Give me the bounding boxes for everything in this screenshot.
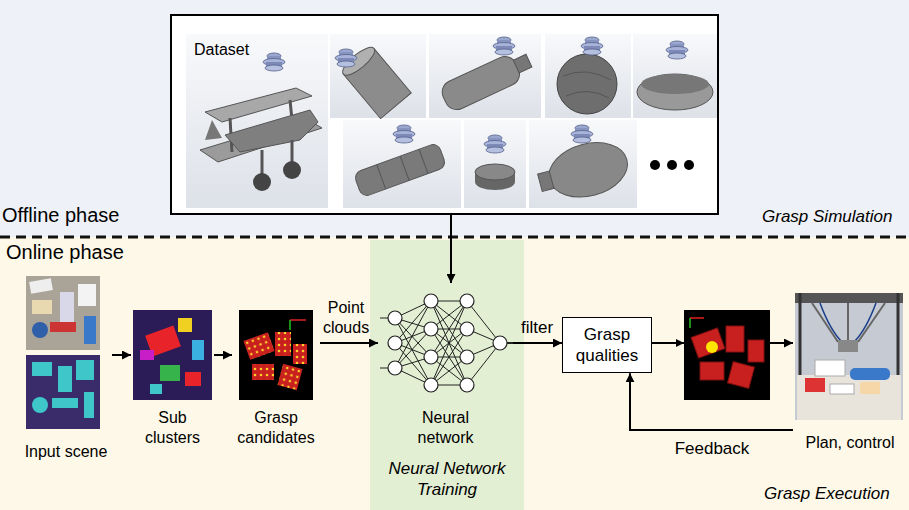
- cluster-image: [133, 310, 212, 400]
- depth-image: [26, 355, 100, 429]
- image-node: Sub clusters: [131, 306, 214, 448]
- network-node: Neural network: [378, 283, 513, 448]
- phase-band: Online phaseGrasp Execution Input scene Su…: [0, 237, 909, 510]
- caption: Grasp candidates: [232, 408, 320, 448]
- caption: Neural network: [410, 408, 482, 448]
- box-label: Grasp qualities: [567, 324, 647, 367]
- region-title: Neural Network Training: [374, 458, 520, 501]
- dataset-box: Dataset: [170, 14, 719, 215]
- training-ground: [370, 240, 524, 510]
- offline-ground: [0, 0, 909, 237]
- phase-label: Offline phase: [2, 203, 120, 228]
- ball-model: [545, 34, 631, 118]
- disk-model: [464, 120, 526, 208]
- phase-divider: [0, 236, 909, 239]
- arrow-connector: [450, 215, 452, 283]
- region-title: Grasp Execution: [764, 483, 890, 504]
- image-node: Grasp candidates: [232, 306, 320, 448]
- arrow-connector: [112, 354, 131, 356]
- robot-photo: [795, 293, 903, 420]
- caption: Sub clusters: [131, 408, 214, 448]
- edge-label: filter: [521, 317, 553, 338]
- phase-label: Online phase: [6, 240, 124, 265]
- more-dots: [650, 160, 694, 170]
- nozzle-model: [343, 120, 461, 208]
- online-ground: [0, 237, 909, 510]
- caption: Plan, control: [806, 433, 895, 453]
- scene-photo: [26, 276, 100, 350]
- airplane-model: [186, 34, 328, 208]
- edge-label: Feedback: [675, 438, 750, 459]
- bowl-model: [633, 34, 717, 118]
- dataset-ground: [171, 15, 718, 214]
- process-box: Grasp qualities: [562, 317, 652, 374]
- arrow-connector: [320, 342, 378, 344]
- bottle-model: [429, 34, 541, 118]
- selected-grasp-image: [676, 310, 770, 400]
- box-heading: Dataset: [194, 40, 249, 60]
- neural-network-figure: [380, 294, 513, 392]
- can-model: [330, 34, 426, 119]
- phase-band: Offline phase Grasp Simulation Dataset: [0, 0, 909, 237]
- arrow-connector: [214, 354, 232, 356]
- bottle-model: [529, 120, 637, 208]
- candidate-image: [239, 310, 313, 400]
- arrow-connector: [513, 342, 562, 344]
- image-node: Plan, control: [793, 293, 907, 453]
- caption: Input scene: [25, 442, 108, 462]
- edge-label: Point clouds: [320, 298, 372, 338]
- training-band: Neural Network Training Neural network: [370, 240, 524, 510]
- region-title: Grasp Simulation: [762, 206, 892, 227]
- image-node: Input scene: [20, 272, 112, 462]
